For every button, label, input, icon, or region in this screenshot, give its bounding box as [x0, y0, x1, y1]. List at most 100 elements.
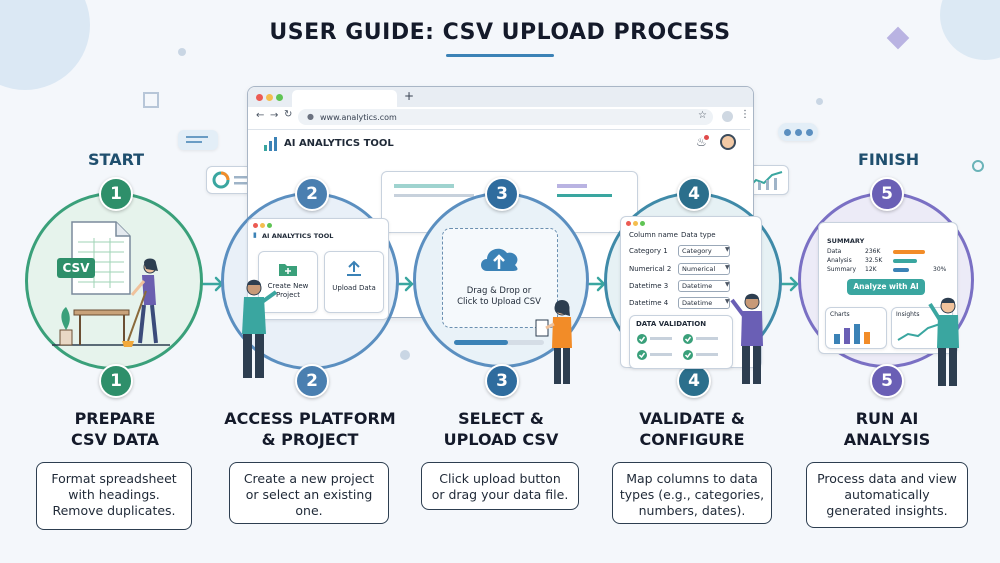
menu-dots-icon[interactable]: ⋮: [740, 109, 750, 120]
step-5-title-line1: RUN AI: [855, 409, 919, 428]
analyze-with-ai-button[interactable]: Analyze with AI: [847, 279, 925, 295]
step-2-tool-name: AI ANALYTICS TOOL: [262, 232, 334, 240]
insights-label: Insights: [896, 311, 920, 318]
bookmark-star-icon[interactable]: ☆: [698, 110, 707, 121]
step-3-person-icon: [535, 300, 572, 384]
create-project-label-line1: Create New: [267, 282, 309, 290]
step-2-min-dot-icon: [260, 223, 265, 228]
step-2-max-dot-icon: [267, 223, 272, 228]
data-validation-panel: DATA VALIDATION: [629, 315, 733, 369]
cloud-upload-icon: [481, 248, 518, 271]
folder-plus-icon: [279, 264, 297, 276]
upload-data-label: Upload Data: [332, 284, 376, 292]
column-row-2-name: Numerical 2: [629, 265, 672, 273]
step-1-desc-line3: Remove duplicates.: [52, 503, 176, 518]
step-2-app-window: AI ANALYTICS TOOL ▮ Create New Project U…: [247, 218, 389, 320]
address-bar[interactable]: [298, 109, 713, 125]
forward-arrow-icon[interactable]: →: [270, 110, 279, 121]
step-4-description: Map columns to data types (e.g., categor…: [612, 462, 772, 524]
bar-chart-icon: [834, 324, 870, 344]
ai-analysis-window: SUMMARY Data 236K Analysis 32.5K Summary…: [818, 222, 958, 354]
create-project-button[interactable]: Create New Project: [258, 251, 318, 313]
deco-text-card: [178, 130, 218, 150]
step-3-badge-top: 3: [485, 177, 519, 211]
step-3-desc-line1: Click upload button: [439, 471, 561, 486]
csv-file-badge: CSV: [57, 258, 95, 278]
new-tab-button[interactable]: +: [404, 89, 415, 103]
create-project-label: Create New Project: [259, 282, 317, 300]
column-row-4-name: Datetime 4: [629, 299, 669, 307]
step-4-badge-bottom: 4: [677, 364, 711, 398]
column-row-3-type-select[interactable]: Datetime: [678, 280, 730, 292]
reload-icon[interactable]: ↻: [284, 109, 293, 120]
page-title: USER GUIDE: CSV UPLOAD PROCESS: [269, 20, 731, 45]
cleaning-person-icon: [52, 258, 170, 347]
summary-row-1-label: Data: [827, 248, 842, 255]
summary-row-1-value: 236K: [865, 248, 881, 255]
step-2-desc-line1: Create a new project: [243, 471, 375, 486]
step-4-title-line2: CONFIGURE: [639, 430, 745, 449]
step-4-badge-top: 4: [677, 177, 711, 211]
step-4-desc-line2: types (e.g., categories,: [619, 487, 765, 502]
close-dot-icon[interactable]: [256, 94, 263, 101]
browser-tab[interactable]: [292, 90, 397, 107]
maximize-dot-icon[interactable]: [276, 94, 283, 101]
summary-row-3-bar: [893, 268, 909, 272]
step-2-person-icon: [242, 279, 278, 378]
validation-checks-icon: [637, 334, 718, 360]
step-1-desc-line1: Format spreadsheet: [51, 471, 177, 486]
step-3-desc-line2: or drag your data file.: [431, 487, 569, 502]
bar-chart-logo-icon: [264, 137, 277, 151]
deco-dot-1: [178, 48, 186, 56]
notification-bell-icon[interactable]: ♨: [696, 135, 707, 149]
profile-icon[interactable]: [722, 111, 733, 122]
step-1-desc-line2: with headings.: [68, 487, 160, 502]
upload-progress-track: [454, 340, 544, 345]
column-row-1-type-select[interactable]: Category: [678, 245, 730, 257]
back-arrow-icon[interactable]: ←: [256, 110, 265, 121]
start-label: START: [88, 150, 145, 169]
user-avatar[interactable]: [720, 134, 736, 150]
step-5-desc-line3: generated insights.: [826, 503, 948, 518]
chevron-down-icon: ▼: [725, 298, 730, 305]
deco-ring: [972, 160, 984, 172]
charts-label: Charts: [830, 311, 850, 318]
step-5-desc-line1: Process data and view: [817, 471, 957, 486]
notification-badge: [704, 135, 709, 140]
create-project-label-line2: Project: [276, 291, 300, 299]
step-3-description: Click upload button or drag your data fi…: [421, 462, 579, 510]
deco-square: [143, 92, 159, 108]
summary-percent: 30%: [933, 266, 947, 273]
step-2-description: Create a new project or select an existi…: [229, 462, 389, 524]
title-underline: [446, 54, 554, 57]
step-2-badge-top: 2: [295, 177, 329, 211]
trend-line-icon: [897, 323, 941, 341]
column-row-2-type-select[interactable]: Numerical: [678, 263, 730, 275]
step-2-title: ACCESS PLATFORM & PROJECT: [215, 408, 405, 450]
column-row-3-name: Datetime 3: [629, 282, 669, 290]
step-4-desc-line1: Map columns to data: [626, 471, 758, 486]
deco-dot-2: [816, 98, 823, 105]
chevron-down-icon: ▼: [725, 264, 730, 271]
drop-zone-label-line2: Click to Upload CSV: [457, 297, 541, 307]
drop-zone[interactable]: [442, 228, 558, 328]
data-validation-label: DATA VALIDATION: [636, 320, 707, 328]
drop-zone-label-line1: Drag & Drop or: [466, 286, 532, 296]
upload-data-button[interactable]: Upload Data: [324, 251, 384, 313]
step-5-badge-top: 5: [870, 177, 904, 211]
step-2-desc-line3: one.: [295, 503, 323, 518]
summary-row-3-value: 12K: [865, 266, 877, 273]
step-3-title-line2: UPLOAD CSV: [443, 430, 559, 449]
step-1-title-line2: CSV DATA: [71, 430, 159, 449]
tool-name: AI ANALYTICS TOOL: [284, 138, 394, 149]
lock-icon: ●: [307, 112, 314, 121]
step-1-title-line1: PREPARE: [74, 409, 156, 428]
step-4-min-dot-icon: [633, 221, 638, 226]
chevron-down-icon: ▼: [725, 246, 730, 253]
minimize-dot-icon[interactable]: [266, 94, 273, 101]
url-text: www.analytics.com: [320, 113, 397, 122]
browser-divider: [248, 129, 750, 130]
column-row-4-type-select[interactable]: Datetime: [678, 297, 730, 309]
step-1-badge-bottom: 1: [99, 364, 133, 398]
upload-progress-fill: [454, 340, 508, 345]
